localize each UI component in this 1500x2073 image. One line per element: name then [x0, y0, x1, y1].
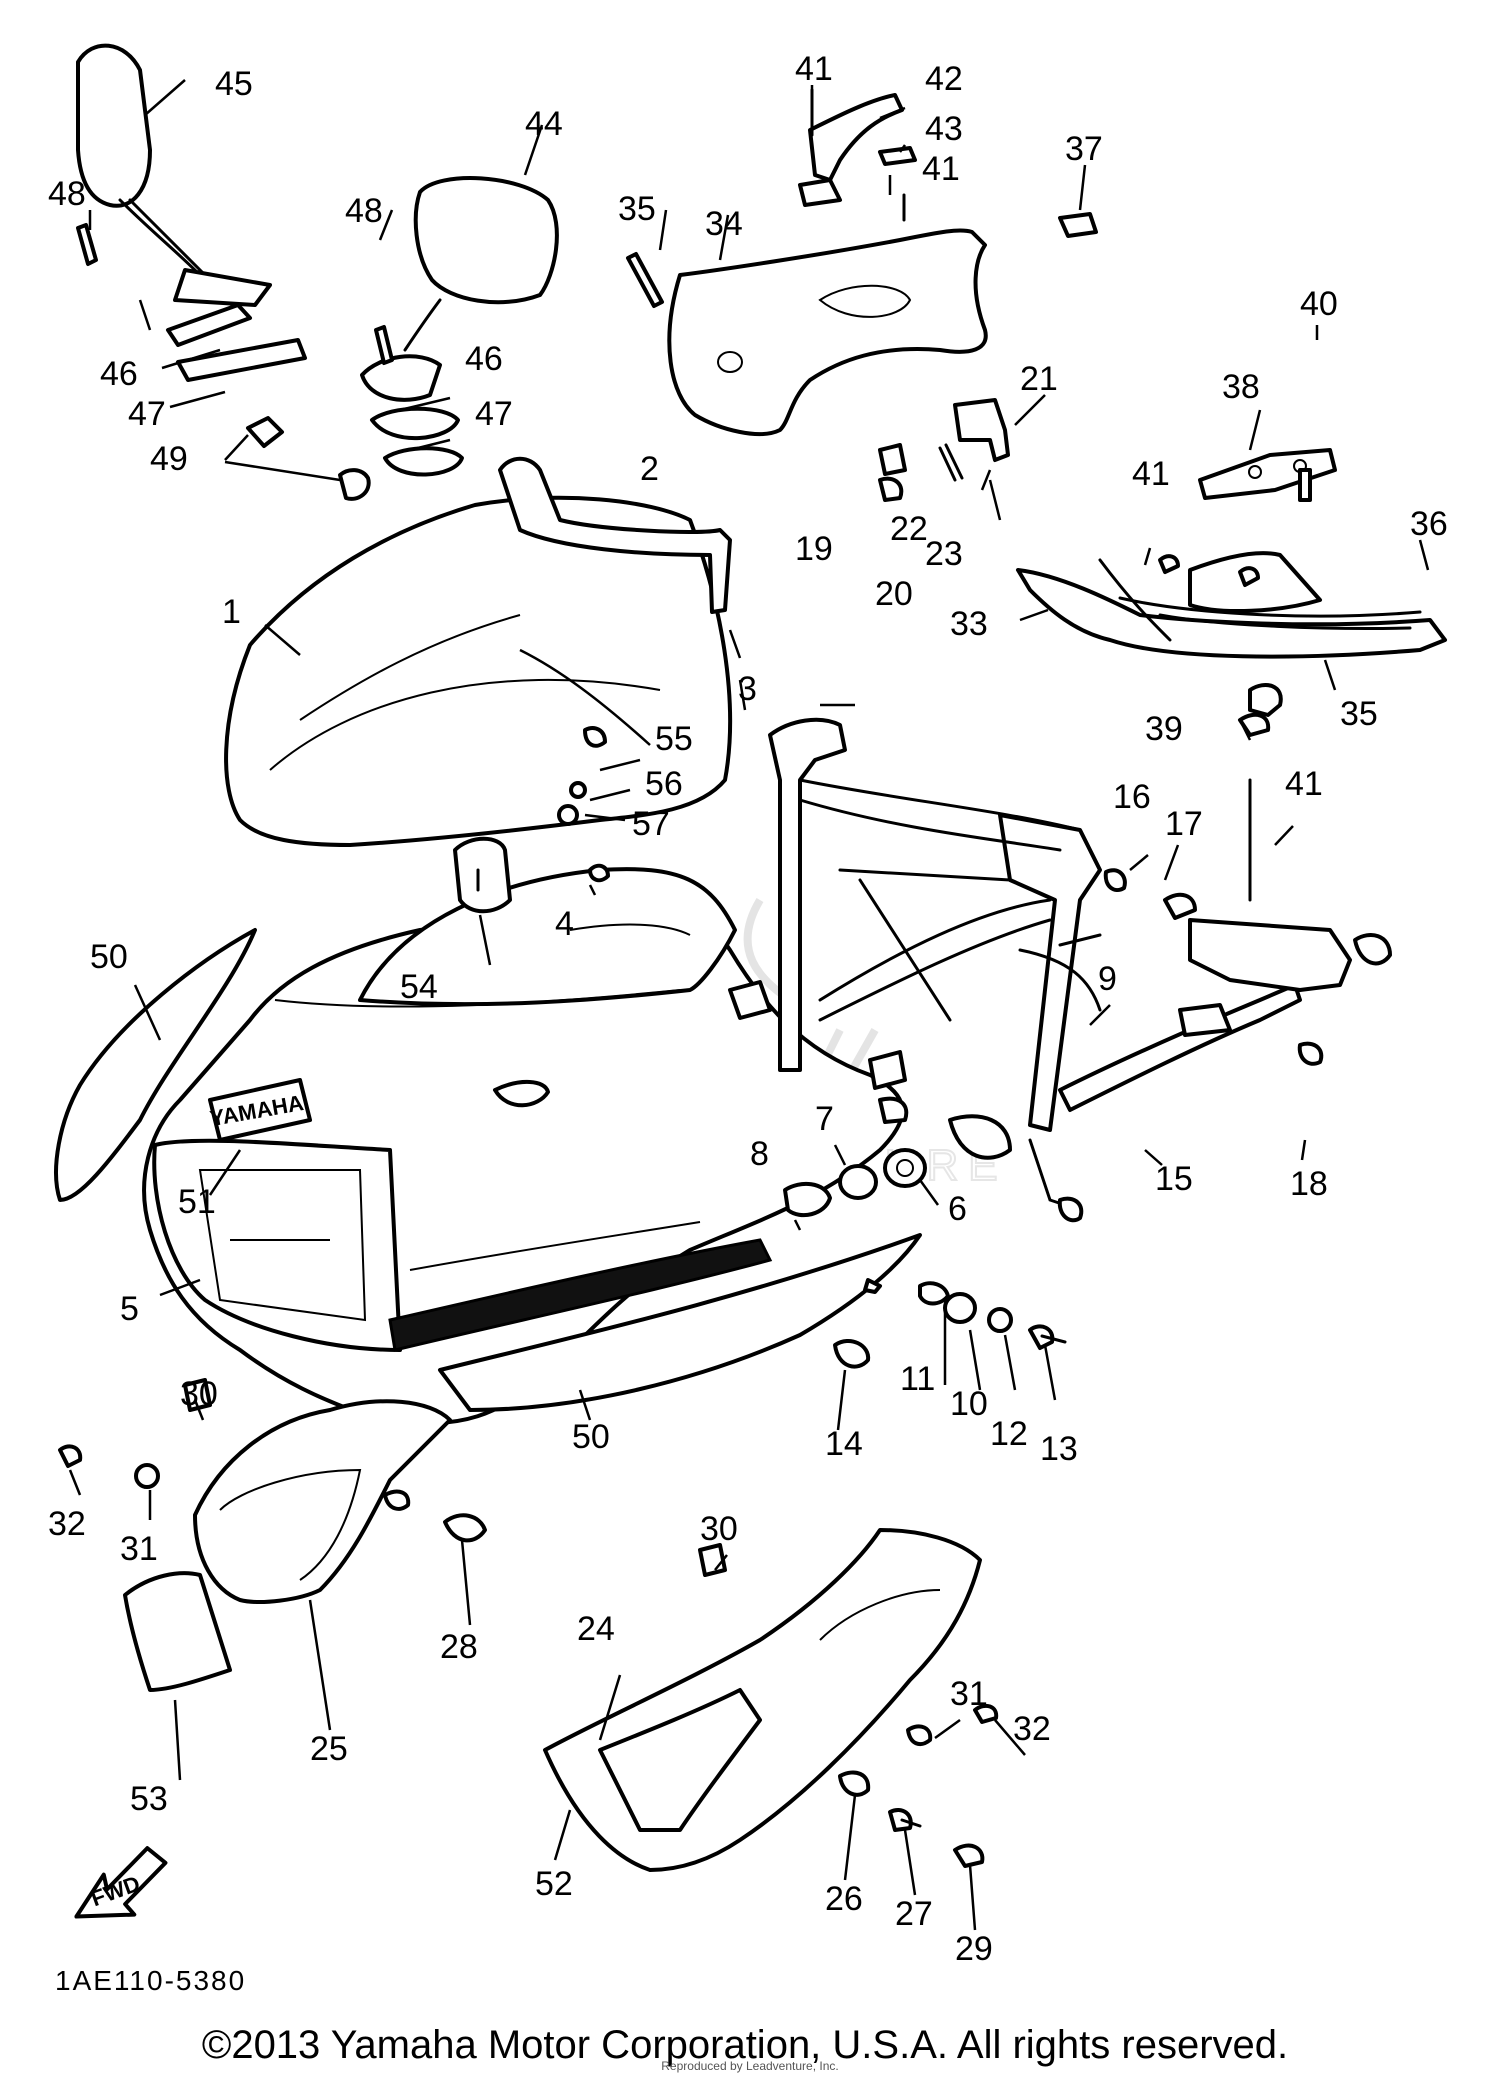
right-mirror [360, 176, 559, 477]
callout-53: 53 [130, 1780, 168, 1818]
callout-18: 18 [1290, 1165, 1328, 1203]
windshield-trim [498, 456, 732, 614]
callout-36: 36 [1410, 505, 1448, 543]
callout-38: 38 [1222, 368, 1260, 406]
callout-2: 2 [640, 450, 659, 488]
callout-31: 31 [120, 1530, 158, 1568]
callout-47: 47 [475, 395, 513, 433]
callout-13: 13 [1040, 1430, 1078, 1468]
lower-cowling-right [543, 1528, 999, 1872]
callout-30: 30 [700, 1510, 738, 1548]
callout-4: 4 [555, 905, 574, 943]
reproduced-by-text: Reproduced by Leadventure, Inc. [661, 2059, 838, 2073]
callout-25: 25 [310, 1730, 348, 1768]
callout-1: 1 [222, 593, 241, 631]
callout-37: 37 [1065, 130, 1103, 168]
callout-8: 8 [750, 1135, 769, 1173]
diagram-code: 1AE110-5380 [55, 1965, 246, 1996]
callout-15: 15 [1155, 1160, 1193, 1198]
callout-56: 56 [645, 765, 683, 803]
leader-lines [68, 79, 1430, 1931]
callout-43: 43 [925, 110, 963, 148]
stay-15 [1058, 778, 1392, 1112]
callout-labels: 45 48 44 48 46 47 46 47 49 41 42 43 41 3… [48, 50, 1448, 1968]
callout-29: 29 [955, 1930, 993, 1968]
callout-46: 46 [465, 340, 503, 378]
callout-41: 41 [1285, 765, 1323, 803]
callout-41: 41 [922, 150, 960, 188]
callout-45: 45 [215, 65, 253, 103]
fwd-arrow-icon: FWD [74, 1846, 168, 1919]
copyright-text: ©2013 Yamaha Motor Corporation, U.S.A. A… [202, 2023, 1288, 2067]
callout-50: 50 [572, 1418, 610, 1456]
callout-23: 23 [925, 535, 963, 573]
callout-44: 44 [525, 105, 563, 143]
callout-34: 34 [705, 205, 743, 243]
cowling: YAMAHA [54, 867, 922, 1426]
lower-cowling-left [58, 1378, 487, 1692]
callout-9: 9 [1098, 960, 1117, 998]
callout-48: 48 [48, 175, 86, 213]
callout-30: 30 [180, 1375, 218, 1413]
callout-27: 27 [895, 1895, 933, 1933]
callout-42: 42 [925, 60, 963, 98]
cowling-frame [728, 717, 1102, 1223]
callout-28: 28 [440, 1628, 478, 1666]
callout-32: 32 [1013, 1710, 1051, 1748]
callout-49: 49 [150, 440, 188, 478]
callout-19: 19 [795, 530, 833, 568]
callout-35: 35 [1340, 695, 1378, 733]
callout-12: 12 [990, 1415, 1028, 1453]
callout-48: 48 [345, 192, 383, 230]
callout-52: 52 [535, 1865, 573, 1903]
callout-40: 40 [1300, 285, 1338, 323]
callout-21: 21 [1020, 360, 1058, 398]
callout-55: 55 [655, 720, 693, 758]
callout-50: 50 [90, 938, 128, 976]
cowling-stay-54 [453, 726, 610, 914]
callout-41: 41 [1132, 455, 1170, 493]
callout-7: 7 [815, 1100, 834, 1138]
callout-35: 35 [618, 190, 656, 228]
callout-14: 14 [825, 1425, 863, 1463]
callout-39: 39 [1145, 710, 1183, 748]
callout-31: 31 [950, 1675, 988, 1713]
callout-17: 17 [1165, 805, 1203, 843]
callout-24: 24 [577, 1610, 615, 1648]
right-bracket [1016, 448, 1447, 717]
callout-22: 22 [890, 510, 928, 548]
windshield [224, 495, 733, 847]
callout-32: 32 [48, 1505, 86, 1543]
grommets-mid [783, 1148, 927, 1218]
callout-54: 54 [400, 968, 438, 1006]
callout-11: 11 [900, 1360, 935, 1398]
callout-3: 3 [738, 670, 757, 708]
callout-6: 6 [948, 1190, 967, 1228]
callout-16: 16 [1113, 778, 1151, 816]
grommets-lower [833, 476, 1271, 1369]
callout-26: 26 [825, 1880, 863, 1918]
callout-33: 33 [950, 605, 988, 643]
callout-51: 51 [178, 1183, 216, 1221]
callout-46: 46 [100, 355, 138, 393]
callout-10: 10 [950, 1385, 988, 1423]
callout-41: 41 [795, 50, 833, 88]
callout-47: 47 [128, 395, 166, 433]
callout-5: 5 [120, 1290, 139, 1328]
callout-57: 57 [632, 805, 670, 843]
left-mirror [76, 43, 371, 501]
callout-20: 20 [875, 575, 913, 613]
upper-bracket [626, 88, 1098, 482]
